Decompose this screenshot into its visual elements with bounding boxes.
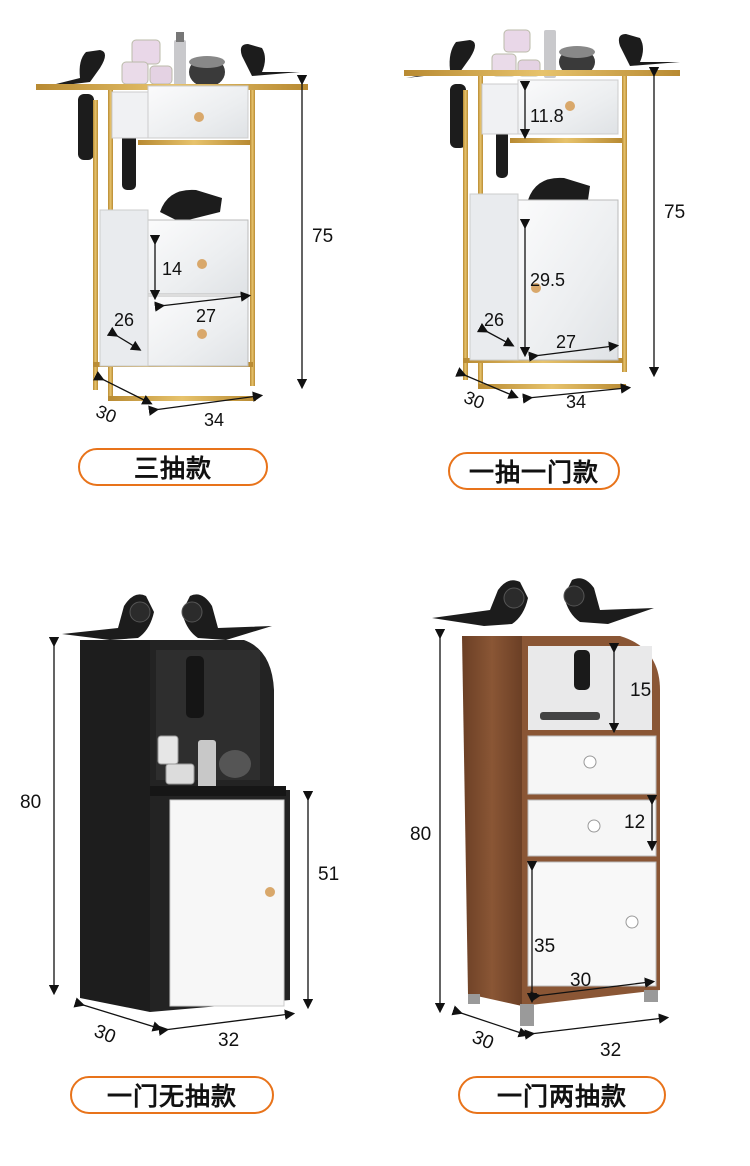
p4-door-height-label: 35 [534, 936, 556, 957]
top-accessories-icon [491, 29, 595, 78]
p2-width-label: 34 [566, 392, 587, 412]
p1-height-label: 75 [312, 226, 334, 247]
p3-width-label: 32 [218, 1030, 240, 1051]
product-1-label[interactable]: 三抽款 [78, 448, 268, 486]
product-2-cabinet [404, 29, 680, 404]
hair-dryer-icon [432, 578, 654, 626]
top-accessories-icon [121, 32, 225, 87]
p4-height-label: 80 [410, 824, 432, 845]
product-3-label[interactable]: 一门无抽款 [70, 1076, 274, 1114]
hair-dryer-icon [62, 594, 272, 640]
p4-drawer-height-label: 12 [624, 812, 646, 833]
p3-door-height-label: 51 [318, 864, 340, 885]
p2-inner-depth-label: 26 [484, 310, 505, 330]
product-2-label[interactable]: 一抽一门款 [448, 452, 620, 490]
product-4-cabinet [432, 578, 670, 1040]
p2-inner-width-label: 27 [556, 332, 577, 352]
p1-width-label: 34 [204, 410, 225, 430]
product-1-cabinet [36, 32, 308, 416]
product-4-label[interactable]: 一门两抽款 [458, 1076, 666, 1114]
p1-drawer-height-label: 14 [162, 259, 183, 279]
p4-inner-width-label: 30 [570, 970, 592, 991]
p1-inner-width-label: 27 [196, 306, 217, 326]
p4-width-label: 32 [600, 1040, 622, 1061]
hair-dryer-icon [40, 44, 300, 222]
product-3-cabinet [48, 594, 314, 1036]
p4-shelf-height-label: 15 [630, 680, 652, 701]
p1-inner-depth-label: 26 [114, 310, 135, 330]
p2-door-height-label: 29.5 [530, 270, 566, 290]
p2-drawer-height-label: 11.8 [530, 106, 564, 126]
p3-height-label: 80 [20, 792, 42, 813]
p2-height-label: 75 [664, 202, 686, 223]
